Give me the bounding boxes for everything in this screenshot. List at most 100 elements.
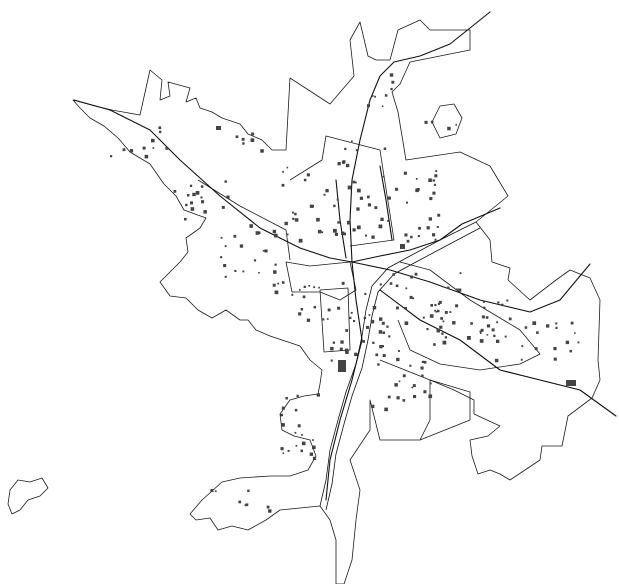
feature-dot	[312, 439, 314, 441]
feature-dot	[302, 295, 306, 299]
feature-dot	[555, 326, 558, 329]
feature-dot	[494, 358, 499, 363]
feature-dot	[325, 189, 329, 193]
feature-dot	[532, 321, 537, 325]
feature-dot	[409, 364, 412, 367]
feature-dot	[355, 149, 358, 152]
feature-dot	[309, 452, 314, 456]
feature-dot	[224, 245, 227, 248]
feature-dot	[388, 335, 391, 338]
feature-dot	[281, 183, 285, 187]
feature-dot	[326, 318, 329, 320]
feature-dot	[367, 195, 370, 199]
feature-dot	[235, 135, 239, 139]
feature-dot	[285, 397, 288, 400]
feature-dot	[220, 236, 223, 239]
feature-dot	[352, 180, 356, 184]
feature-dot	[421, 374, 424, 377]
feature-dot	[434, 174, 438, 178]
feature-dot	[480, 328, 484, 332]
feature-dot	[452, 321, 456, 325]
district-east	[397, 261, 541, 371]
feature-dot	[195, 191, 200, 195]
feature-dot	[224, 275, 227, 278]
feature-dot	[200, 196, 203, 199]
feature-dot	[318, 286, 320, 289]
feature-dot	[480, 332, 482, 334]
feature-dot	[416, 188, 420, 191]
feature-dot	[367, 203, 372, 207]
feature-dot	[273, 270, 277, 274]
feature-dot	[485, 316, 489, 319]
feature-dot	[292, 217, 295, 220]
feature-dot	[378, 224, 383, 229]
feature-dot	[274, 263, 277, 266]
feature-dot	[316, 393, 320, 397]
feature-dot	[249, 224, 253, 228]
feature-dot	[337, 306, 341, 310]
feature-dot	[286, 166, 289, 169]
feature-dot	[268, 509, 272, 513]
feature-dot	[436, 328, 440, 333]
detached-parcel-northeast	[431, 103, 463, 139]
feature-dot	[486, 334, 489, 336]
feature-dot	[110, 155, 113, 158]
feature-dot	[387, 220, 389, 222]
feature-dot	[404, 321, 409, 325]
feature-dot	[384, 407, 388, 412]
feature-dot	[521, 345, 524, 348]
feature-dot	[359, 196, 363, 200]
feature-dot	[333, 204, 336, 208]
feature-dot	[330, 346, 334, 351]
feature-dot	[455, 124, 457, 126]
feature-dot	[433, 183, 436, 186]
feature-dot	[379, 345, 383, 349]
feature-dot	[383, 147, 387, 150]
district-south-central	[319, 287, 351, 353]
feature-dot	[574, 332, 576, 334]
feature-dot	[439, 325, 443, 329]
feature-dot	[429, 314, 434, 318]
feature-dot	[384, 94, 388, 97]
road-east-arterial	[351, 261, 591, 313]
feature-dot	[381, 105, 384, 107]
feature-dot	[260, 149, 264, 153]
feature-dot	[313, 286, 316, 289]
feature-dot	[417, 235, 420, 238]
road-northwest-arterial	[73, 99, 353, 263]
feature-dot	[308, 285, 311, 287]
feature-dot	[343, 232, 346, 236]
feature-dot	[281, 423, 285, 427]
feature-dot	[347, 220, 351, 225]
feature-dot	[409, 295, 413, 299]
feature-dot	[255, 231, 260, 235]
feature-dot	[239, 244, 244, 248]
feature-dot	[365, 234, 367, 237]
feature-dot	[444, 311, 448, 314]
feature-dot	[353, 320, 356, 323]
feature-dot	[341, 231, 345, 235]
feature-dot	[496, 339, 500, 343]
feature-dot	[392, 273, 395, 276]
feature-dot	[410, 275, 414, 279]
feature-dot	[456, 288, 458, 291]
feature-dot	[406, 201, 408, 204]
feature-dot	[357, 225, 361, 230]
feature-dot	[122, 148, 126, 152]
feature-dot	[428, 178, 432, 182]
feature-dot	[415, 178, 418, 180]
feature-dot	[337, 162, 341, 166]
feature-dot	[546, 324, 550, 328]
feature-dot	[251, 132, 255, 136]
feature-dot	[341, 281, 345, 285]
feature-dot	[281, 281, 285, 284]
feature-dot	[234, 269, 237, 272]
feature-dot	[414, 272, 418, 276]
district-boundaries	[197, 135, 541, 441]
district-north	[289, 135, 395, 247]
feature-dot	[321, 231, 323, 234]
road-north-spur	[379, 165, 393, 241]
road-north-corridor	[349, 11, 491, 263]
feature-dot	[159, 130, 162, 134]
